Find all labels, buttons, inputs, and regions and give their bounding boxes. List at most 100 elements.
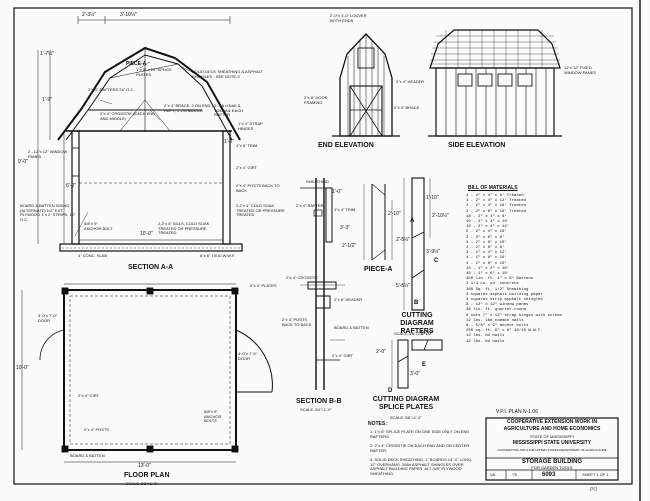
dim-pa-4: 2'-5½" [396, 237, 411, 243]
bill-item: 8 - 12" x 12" window panes [466, 303, 529, 308]
dim-total-height: 9'-0" [18, 159, 28, 165]
dim-span: 10'-0" [140, 231, 153, 237]
label-louver: 2'-0"x 4'-0" LOUVER BOTH ENDS [330, 13, 367, 23]
dim-raft-2: 3'-9½" [426, 249, 441, 255]
title-piece-a: PIECE-A [364, 266, 393, 273]
side-window-1 [457, 73, 473, 87]
label-brace: 2"x 4" BRACE, 2 ON END RAFT., 2 ON MIDDL… [164, 103, 211, 113]
label-fp-girt: 2"x 4" GIRT [78, 393, 99, 398]
label-anchor: 5/8"x 9" ANCHOR BOLT [84, 221, 113, 231]
tb-univ: MISSISSIPPI STATE UNIVERSITY [512, 440, 592, 446]
bill-item: 12 lbs. 8d nails [466, 334, 505, 339]
dim-splice-0: 2'-0" [376, 349, 386, 355]
roof-outer [57, 46, 241, 141]
tb-state-code: VA. [490, 472, 497, 477]
tb-agri: AGRICULTURE AND HOME ECONOMICS [503, 426, 601, 432]
bill-title: BILL OF MATERIALS [468, 185, 518, 191]
dim-right-top: 3'-10½" [120, 12, 137, 18]
bill-item: 4 - 1" x 6" x 16' [466, 256, 507, 261]
label-fp-batten: BOARD & BATTEN [70, 453, 105, 458]
title-side-elevation: SIDE ELEVATION [448, 142, 506, 149]
title-splice-cutting: CUTTING DIAGRAM SPLICE PLATES [372, 396, 440, 412]
front-door-swing [235, 329, 273, 393]
dim-raft-1: 2'-10½" [432, 213, 449, 219]
bill-item: 4 - 2" x 4" x 8' Treated [466, 194, 524, 198]
bill-item: 18 - 2" x 4" x 8' [466, 214, 507, 219]
label-trim: 1"x 6" TRIM [236, 143, 258, 148]
label-header: 2"x 4" HEADER [396, 79, 425, 84]
tb-sheet: SHEET 1 OF 1 [582, 472, 609, 477]
bill-item: 3 - 1" x 4" x 12' [466, 251, 507, 256]
bill-item: 2 - 2" x 4" x 16' Treated [466, 204, 527, 209]
label-posts: 2"x 4" POSTS BACK TO BACK [236, 183, 280, 193]
dim-pa-1: 3'-3" [340, 225, 350, 231]
scale-section-bb: SCALE-3/4"=1'-0" [300, 407, 332, 412]
splice-board [397, 339, 409, 389]
label-piece-a-ref: PIECE-A [126, 61, 147, 67]
dim-pa-3: 2'-10" [388, 211, 401, 217]
bill-item: 3 squares asphalt building paper [466, 292, 543, 297]
sheet-border [13, 7, 633, 485]
label-bb-plates: 2"x 4" PLATES [250, 283, 277, 288]
label-fp-posts: 2"x 4" POSTS [84, 427, 110, 432]
label-sheathing: SOLID DECK SHEATHING & ASPHALT SHINGLES … [192, 69, 263, 79]
tb-coop: COOPERATIVE EXTENSION WORK IN [507, 419, 597, 425]
bill-item: 360 Sq. ft. 1/2" Sheathing [466, 287, 529, 292]
bill-item: 12 lbs. 16d common nails [466, 318, 524, 323]
side-roof [429, 29, 561, 69]
label-bb-batten: BOARD & BATTEN [334, 325, 369, 330]
label-rafters: 2"x 4" RAFTERS 24" O.C. [88, 87, 135, 92]
section-aa-drawing [37, 16, 243, 252]
page-mark: PO [590, 487, 598, 493]
label-bb-girt: 2"x 4" GIRT [332, 353, 353, 358]
label-door-framing: 2"x 8" DOOR FRAMING [304, 95, 328, 105]
bill-item: 20 - 1" x 6" x 10' [466, 272, 510, 277]
label-pa-rafter: 2"x 4" RAFTER [296, 203, 324, 208]
dim-rise: 1'-7½" [40, 51, 55, 57]
label-front-door: 4'-0"x 7'-0" DOOR [238, 351, 258, 361]
dim-overhang: 1'-0" [224, 139, 234, 145]
bill-item: 12 lbs. 6d nails [466, 339, 505, 344]
rafter-board [411, 177, 425, 311]
tb-subtitle: FOR GARDEN TOOLS [531, 465, 573, 470]
dim-pa-0: 1'-0" [332, 189, 342, 195]
bill-item: 4 - 1" x 8" x 10' [466, 261, 507, 266]
side-window-4 [517, 73, 533, 87]
title-section-aa: SECTION A-A [128, 264, 174, 271]
dim-wall: 6'-0" [66, 183, 76, 189]
scale-splice-cutting: SCALE-3/8"=1'-0" [390, 415, 422, 420]
end-gable [339, 33, 393, 137]
bill-item: 4 - 2" x 6" x 10' [466, 240, 507, 245]
end-elevation-drawing [332, 33, 400, 137]
label-sills-2: 2,2"x 4" COLD SOAK TREATED OR PRESSURE T… [236, 203, 285, 218]
bill-item: 4 - 2" x 4" x 12' Treated [466, 199, 527, 204]
label-straps: 1"x 4" STRAP HINGES [238, 121, 263, 131]
letter-d: D [388, 388, 393, 394]
dim-ridge-drop: 1'-9" [42, 97, 52, 103]
title-end-elevation: END ELEVATION [318, 142, 374, 149]
floor-outline [63, 289, 237, 451]
dim-splice-1: 1'-10" [420, 331, 433, 337]
tb-number: 6093 [542, 472, 556, 478]
scale-rafter-cutting: SCALE-3/8"=1'-0" [394, 331, 426, 336]
label-end-brace: 2"x 4" BRACE [394, 105, 420, 110]
bill-item: 36 lin. ft. quarter-round [466, 308, 527, 313]
notes-heading: NOTES: [368, 421, 387, 427]
title-rafter-cutting: CUTTING DIAGRAM RAFTERS [400, 312, 434, 336]
tb-state: STATE OF MISSISSIPPI [530, 434, 574, 439]
side-door-swing [39, 329, 65, 361]
note-2: 2. 2"x 4" CROSSTIE ON EACH END AND ON CE… [370, 443, 470, 453]
bill-item: 10 - 1" x 2" x 10' [466, 266, 510, 271]
letter-e: E [422, 362, 427, 368]
floor-plan-drawing [21, 283, 273, 463]
letter-c: C [434, 258, 439, 264]
piece-a-rafter [325, 187, 333, 243]
conc-slab [59, 243, 243, 252]
label-board-batten: BOARD & BATTEN SIDING (ALTERNATE) 1/2" E… [20, 203, 76, 222]
dim-raft-0: 1'-10" [426, 195, 439, 201]
tb-year: '70 [512, 472, 518, 477]
label-crossties: 2"x 4" CROSSTIE (EACH END AND MIDDLE) [100, 111, 156, 121]
side-window-3 [497, 73, 513, 87]
